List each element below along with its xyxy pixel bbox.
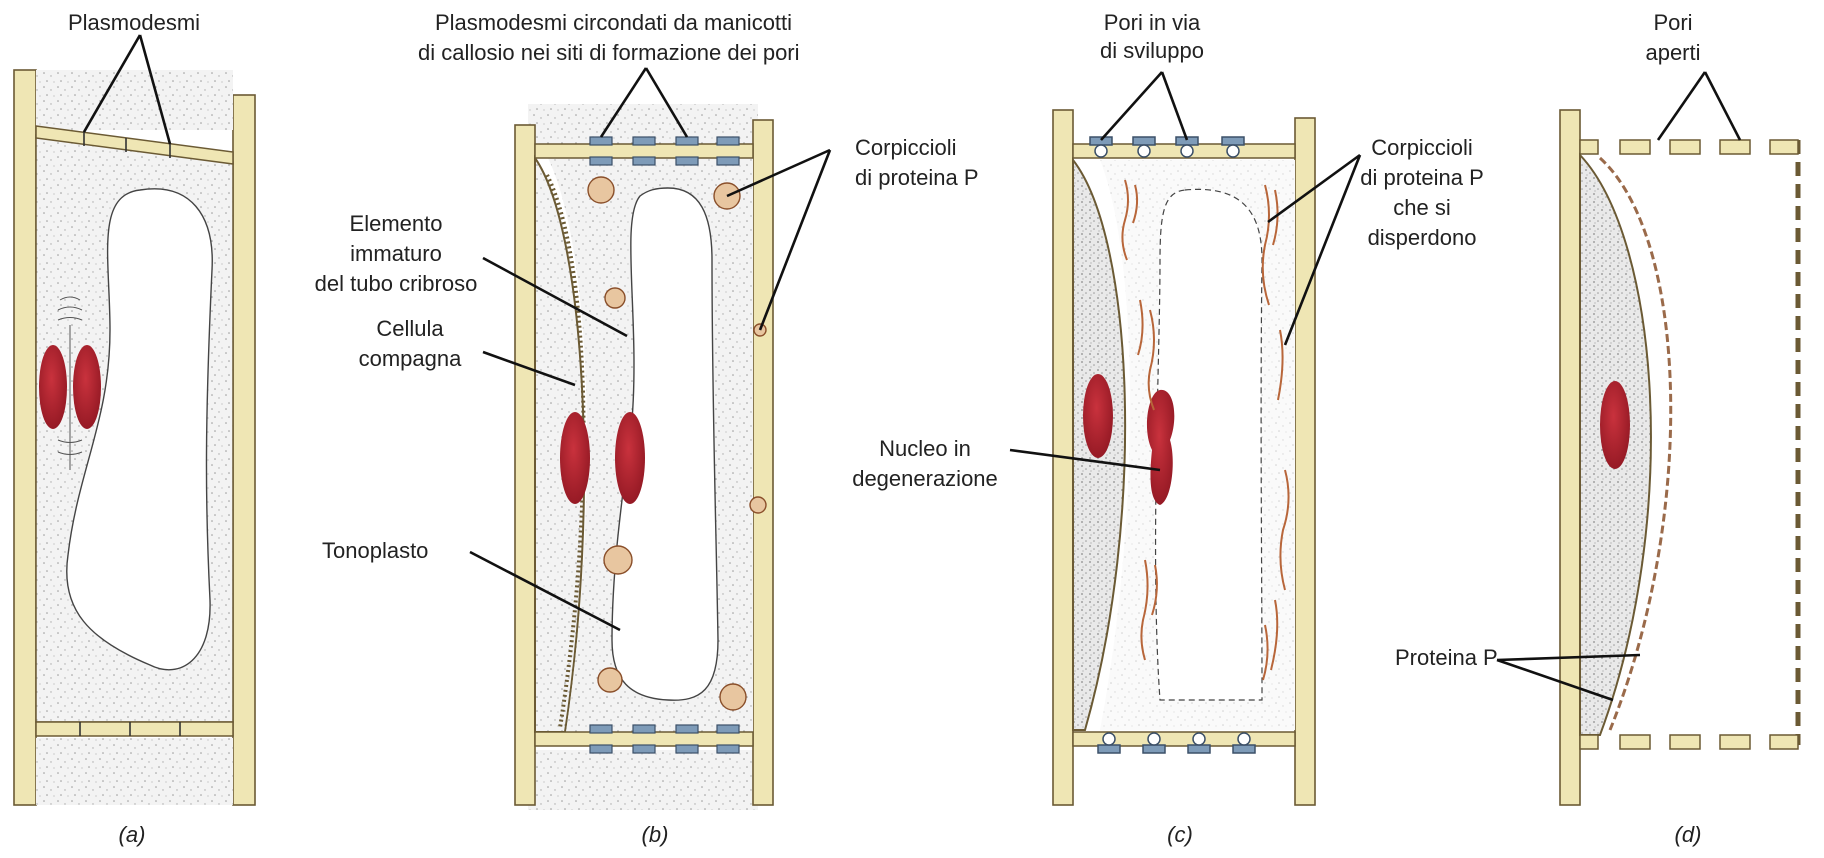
label-pori-sviluppo-2: di sviluppo — [1100, 38, 1204, 63]
caption-d: (d) — [1675, 822, 1702, 847]
label-elemento-3: del tubo cribroso — [315, 271, 478, 296]
labels: Plasmodesmi Plasmodesmi circondati da ma… — [68, 10, 1701, 670]
end-wall-bottom — [36, 722, 233, 736]
label-corpiccioli-b-2: di proteina P — [855, 165, 979, 190]
label-cellula-1: Cellula — [376, 316, 444, 341]
label-pori-sviluppo-1: Pori in via — [1104, 10, 1201, 35]
label-cellula-2: compagna — [359, 346, 463, 371]
panel-b — [515, 104, 773, 810]
end-wall-top — [535, 144, 753, 158]
label-corpiccioli-c-4: disperdono — [1368, 225, 1477, 250]
label-pori-aperti-1: Pori — [1653, 10, 1692, 35]
left-wall — [14, 70, 36, 805]
panel-a — [14, 70, 255, 805]
label-nucleo-1: Nucleo in — [879, 436, 971, 461]
right-wall — [1295, 118, 1315, 805]
label-nucleo-2: degenerazione — [852, 466, 998, 491]
label-plasmodesmi-callose-1: Plasmodesmi circondati da manicotti — [435, 10, 792, 35]
right-wall — [233, 95, 255, 805]
label-corpiccioli-b-1: Corpiccioli — [855, 135, 956, 160]
companion-nucleus — [1083, 374, 1113, 458]
label-proteina-p: Proteina P — [1395, 645, 1498, 670]
label-tonoplasto: Tonoplasto — [322, 538, 428, 563]
label-elemento-1: Elemento — [350, 211, 443, 236]
companion-nucleus — [1600, 381, 1630, 469]
right-wall — [753, 120, 773, 805]
label-corpiccioli-c-2: di proteina P — [1360, 165, 1484, 190]
label-plasmodesmi: Plasmodesmi — [68, 10, 200, 35]
sieve-element-nucleus — [615, 412, 645, 504]
left-wall — [1560, 110, 1580, 805]
end-wall-bottom — [535, 732, 753, 746]
sieve-plate-top — [1580, 140, 1798, 154]
captions: (a) (b) (c) (d) — [119, 822, 1702, 847]
panel-d — [1560, 110, 1798, 805]
label-elemento-2: immaturo — [350, 241, 442, 266]
vacuole-c — [1156, 189, 1262, 700]
label-corpiccioli-c-3: che si — [1393, 195, 1450, 220]
nucleus-a-right — [73, 345, 101, 429]
panel-c — [1053, 110, 1315, 805]
nucleus-a-left — [39, 345, 67, 429]
sieve-plate-bottom — [1580, 735, 1798, 749]
caption-b: (b) — [642, 822, 669, 847]
caption-c: (c) — [1167, 822, 1193, 847]
companion-nucleus — [560, 412, 590, 504]
caption-a: (a) — [119, 822, 146, 847]
label-corpiccioli-c-1: Corpiccioli — [1371, 135, 1472, 160]
label-plasmodesmi-callose-2: di callosio nei siti di formazione dei p… — [418, 40, 800, 65]
label-pori-aperti-2: aperti — [1645, 40, 1700, 65]
left-wall — [515, 125, 535, 805]
